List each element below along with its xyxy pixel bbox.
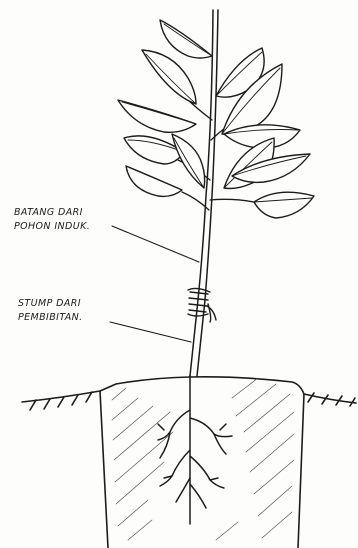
rootstock-label-line2: PEMBIBITAN. [18, 311, 83, 325]
stem [190, 10, 218, 376]
soil-hatching [112, 378, 294, 540]
scion-label-line1: BATANG DARI [14, 206, 90, 220]
scion-label: BATANG DARI POHON INDUK. [14, 206, 90, 234]
scion-label-line2: POHON INDUK. [14, 220, 90, 234]
roots [158, 375, 232, 524]
rootstock-label-line1: STUMP DARI [18, 297, 83, 311]
rootstock-label: STUMP DARI PEMBIBITAN. [18, 297, 83, 325]
label-leaders [110, 226, 199, 342]
ground-line [22, 377, 356, 548]
graft-union [188, 288, 216, 322]
